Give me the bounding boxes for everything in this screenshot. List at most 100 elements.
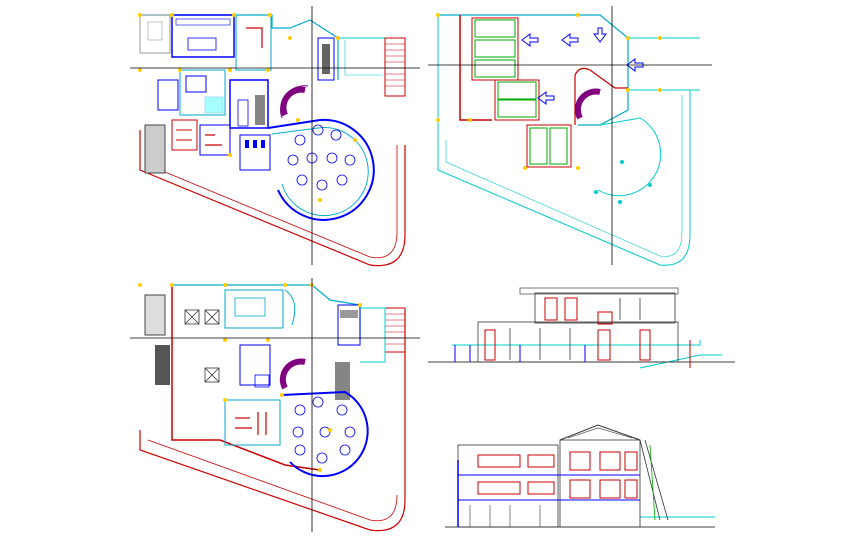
site-boundary [139,130,406,267]
site-boundary [139,310,406,532]
entry-stair [337,304,361,346]
stair-slope [639,439,669,521]
plaza-outline [597,117,662,197]
upper-floor-plan [130,278,420,532]
room-outline [199,124,231,156]
wc-block [171,119,198,151]
stair-treads [322,44,330,74]
bed [234,297,266,317]
roof-gable-inner [567,427,633,439]
terrace-outline [344,40,383,76]
parking-stall [474,59,516,78]
terrain-line [639,354,722,369]
building-outline [438,14,629,126]
dining-tables [292,396,356,464]
spiral-stair [574,88,601,120]
ramp-lines [385,313,405,345]
suite-room [224,289,284,329]
parking-stall [474,39,516,58]
stall-frames [471,17,572,168]
terrace-outline [360,307,386,363]
fixture [205,134,222,146]
parking-stall [474,19,516,38]
slab-line [452,340,701,346]
restaurant-wall [267,118,375,221]
kitchen-room [171,14,235,58]
void-boxes [184,309,220,383]
site-boundary [437,15,691,266]
dining-tables [287,124,356,191]
roof-edge [519,287,679,295]
restaurant-wall [281,390,369,478]
stair-treads [155,345,170,385]
lower-storey [477,321,679,363]
spiral-stair [280,86,306,117]
window-grid [509,298,641,360]
entry-stair [317,37,335,81]
column-markers [436,13,662,170]
parking-stall [529,127,548,165]
parking-stall [497,99,537,118]
block-right [559,439,641,528]
side-section [445,424,715,528]
railing [454,345,586,362]
vehicle-block [144,294,166,336]
stair-slope [649,444,656,521]
lift [204,96,224,114]
stair-treads [340,310,358,318]
parking-stall [497,81,537,100]
core-wall [574,67,628,89]
wc-fixtures [245,140,265,148]
plaza-markers [594,160,652,204]
spiral-stair [279,358,306,390]
desk [237,99,249,127]
room-outline [239,134,271,171]
ramp [384,307,406,353]
restaurant-inner [271,127,369,217]
bath [254,374,270,388]
site-boundary-inner [147,439,398,522]
parking-plan [428,6,712,266]
front-elevation [428,287,735,369]
traffic-arrows [521,27,644,105]
ramp [384,37,406,97]
room-outline [139,14,171,54]
ground-floor-plan [130,6,420,267]
curved-wall [284,289,296,326]
arrow-icon [521,33,539,47]
room-outline [185,75,207,93]
vehicle-block [144,124,166,174]
ramp-outline [628,37,700,91]
parking-stall [549,127,568,165]
wc-block [224,399,281,446]
arrow-icon [593,27,607,43]
ramp-lines [385,43,405,87]
parking-stalls [474,19,568,165]
hall [179,69,226,116]
counter [175,18,231,26]
upper-storey [534,292,676,324]
block-left [457,444,559,528]
fixture [235,412,267,435]
roof-gable [559,424,641,441]
column-markers [138,13,357,202]
retaining-wall [459,15,492,121]
site-boundary-inner [147,140,398,259]
exterior-wall [171,285,321,471]
windows [477,451,638,499]
room-outline [157,79,179,111]
arrow-icon [537,91,555,105]
room-outline [147,21,163,41]
building-outline [172,284,361,340]
cabinet [255,95,265,125]
room-outline [235,14,272,71]
site-boundary-inner [445,95,683,257]
partition [246,27,263,48]
stair-treads [335,362,350,400]
windows [484,297,651,361]
window-grid [469,505,541,527]
arrow-icon [561,33,579,47]
kitchen-island [187,37,217,51]
column-markers [138,283,362,472]
